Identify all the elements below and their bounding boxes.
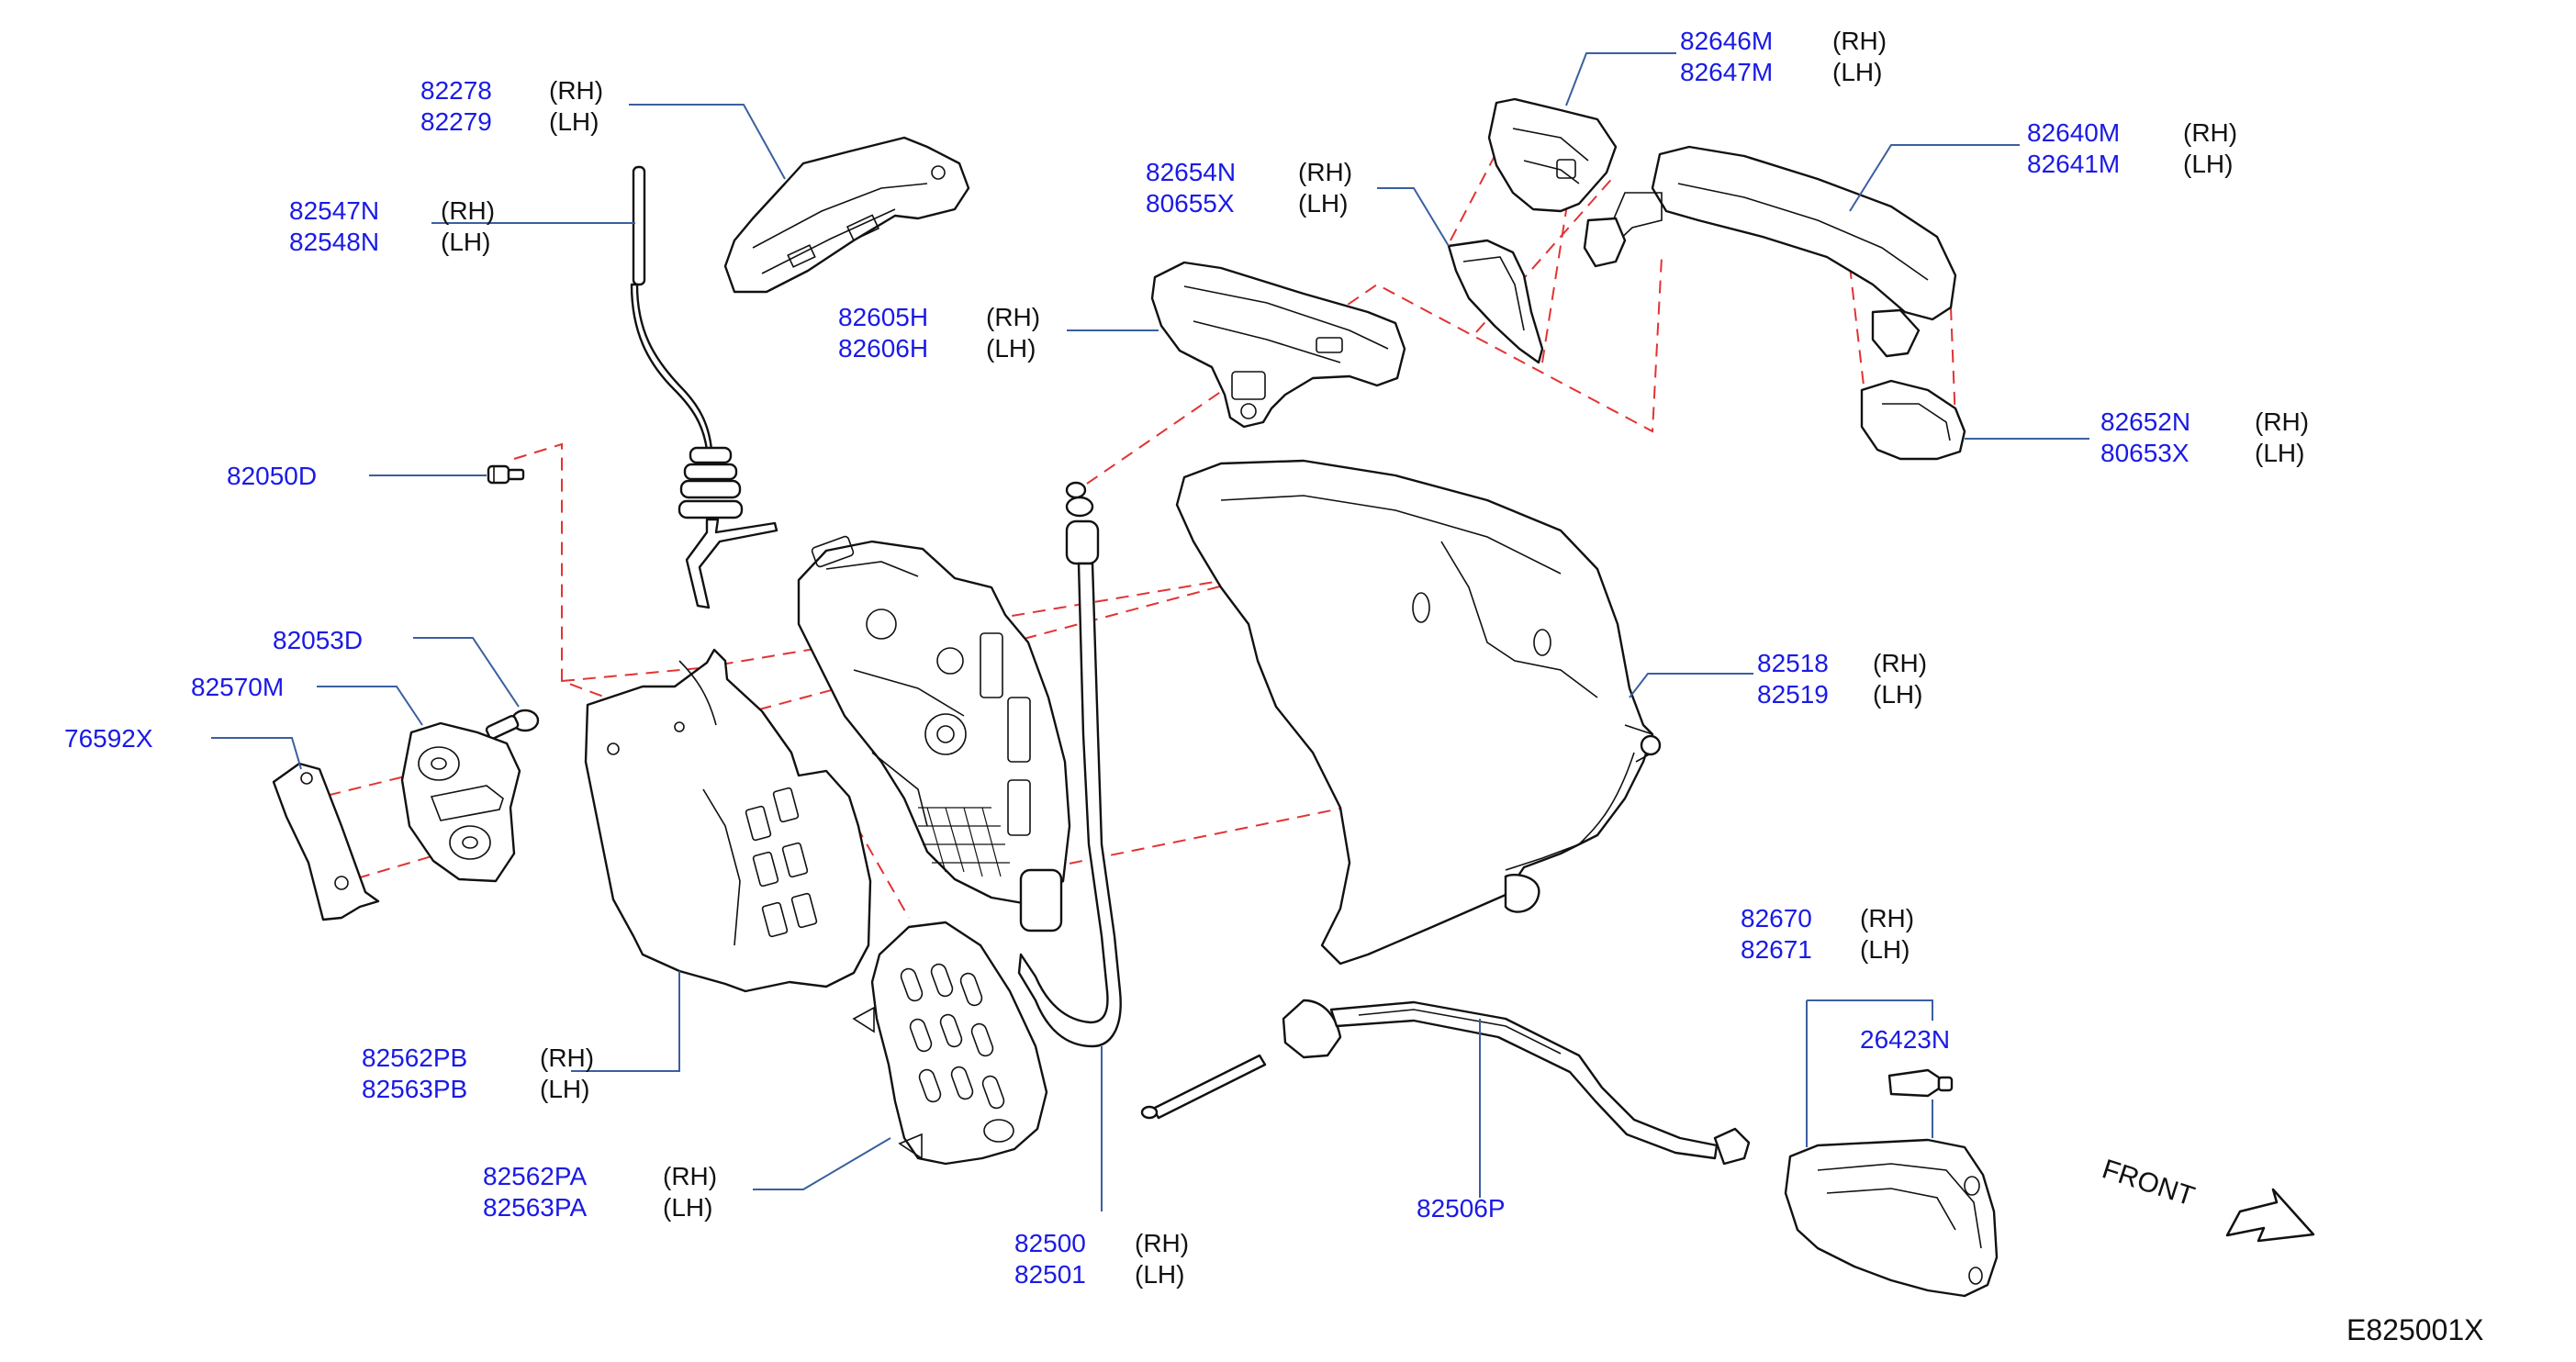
side-label: (RH)	[1135, 1229, 1189, 1257]
clip-part	[1887, 1068, 1954, 1098]
part-number: 82605H	[838, 303, 928, 331]
side-label: (RH)	[441, 196, 495, 225]
sealing-screen-part	[1175, 459, 1662, 966]
part-number: 82562PA	[483, 1162, 587, 1190]
callout-82053D: 82053D	[273, 626, 363, 654]
small-cover-part	[852, 921, 1048, 1166]
side-label: (RH)	[2255, 407, 2309, 436]
side-label: (LH)	[2255, 439, 2304, 467]
side-label: (LH)	[986, 334, 1036, 363]
side-label: (LH)	[1832, 58, 1882, 86]
callout-82562PA: 82562PA 82563PA (RH) (LH)	[483, 1162, 717, 1222]
diagram-code: E825001X	[2346, 1313, 2483, 1346]
callout-82570M: 82570M	[191, 673, 284, 701]
callout-82278: 82278 82279 (RH) (LH)	[420, 76, 603, 136]
outside-handle-grip-part	[1583, 145, 1957, 358]
side-label: (RH)	[549, 76, 603, 105]
side-label: (RH)	[540, 1044, 594, 1072]
callout-82670: 82670 82671 (RH) (LH)	[1741, 904, 1914, 964]
part-number: 80655X	[1146, 189, 1235, 218]
part-number: 82652N	[2100, 407, 2190, 436]
callout-82562PB: 82562PB 82563PB (RH) (LH)	[362, 1044, 594, 1103]
part-number: 82570M	[191, 673, 284, 701]
part-number: 82501	[1014, 1260, 1086, 1289]
assembly-dashed-lines	[307, 117, 1956, 919]
callout-82605H: 82605H 82606H (RH) (LH)	[838, 303, 1040, 363]
outside-handle-base-part	[1150, 261, 1406, 429]
side-label: (RH)	[986, 303, 1040, 331]
callout-82646M: 82646M 82647M (RH) (LH)	[1680, 27, 1887, 86]
side-label: (RH)	[1873, 649, 1927, 677]
callout-26423N: 26423N	[1860, 1025, 1950, 1054]
part-number: 82654N	[1146, 158, 1236, 186]
part-number: 82506P	[1417, 1194, 1506, 1222]
part-number: 82671	[1741, 935, 1812, 964]
callout-82518: 82518 82519 (RH) (LH)	[1757, 649, 1927, 709]
lock-cable-part	[1017, 481, 1122, 1048]
part-number: 82278	[420, 76, 492, 105]
part-number: 82606H	[838, 334, 928, 363]
side-label: (LH)	[1873, 680, 1922, 709]
part-number: 82647M	[1680, 58, 1773, 86]
part-number: 82563PA	[483, 1193, 587, 1222]
escutcheon-part	[1447, 239, 1544, 364]
side-label: (LH)	[663, 1193, 712, 1222]
release-cable-part	[1140, 999, 1751, 1166]
side-label: (LH)	[2183, 150, 2233, 178]
side-label: (LH)	[441, 228, 490, 256]
bracket-part	[400, 721, 521, 883]
part-number: 82050D	[227, 462, 317, 490]
callout-82506P: 82506P	[1417, 1194, 1506, 1222]
lock-rod-part	[630, 165, 778, 609]
side-label: (LH)	[1860, 935, 1910, 964]
part-number: 82562PB	[362, 1044, 467, 1072]
front-label: FRONT	[2099, 1154, 2198, 1211]
side-label: (RH)	[1860, 904, 1914, 932]
callout-82050D: 82050D	[227, 462, 317, 490]
part-number: 82563PB	[362, 1075, 467, 1103]
part-number: 82053D	[273, 626, 363, 654]
callout-82500: 82500 82501 (RH) (LH)	[1014, 1229, 1189, 1289]
part-number: 82548N	[289, 228, 379, 256]
callout-76592X: 76592X	[64, 724, 153, 753]
part-number: 82646M	[1680, 27, 1773, 55]
callout-82640M: 82640M 82641M (RH) (LH)	[2027, 118, 2237, 178]
side-label: (RH)	[663, 1162, 717, 1190]
part-number: 82640M	[2027, 118, 2120, 147]
part-number: 76592X	[64, 724, 153, 753]
key-cylinder-cap-part	[1487, 97, 1618, 213]
front-arrow-icon	[2225, 1188, 2315, 1243]
bolt-part	[485, 709, 540, 740]
inside-handle-part	[1784, 1138, 1999, 1298]
callout-82547N: 82547N 82548N (RH) (LH)	[289, 196, 495, 256]
callout-labels: 82278 82279 (RH) (LH) 82547N 82548N (RH)…	[64, 27, 2483, 1346]
part-number: 82279	[420, 107, 492, 136]
side-label: (LH)	[1135, 1260, 1184, 1289]
door-lock-actuator-part	[797, 535, 1071, 932]
part-number: 82518	[1757, 649, 1829, 677]
side-label: (LH)	[540, 1075, 589, 1103]
side-label: (LH)	[1298, 189, 1348, 218]
handle-end-cap-part	[1860, 379, 1966, 461]
screw-part	[487, 464, 525, 485]
part-number: 82641M	[2027, 150, 2120, 178]
part-number: 82670	[1741, 904, 1812, 932]
side-label: (RH)	[1298, 158, 1352, 186]
part-number: 82519	[1757, 680, 1829, 709]
part-number: 82547N	[289, 196, 379, 225]
side-label: (RH)	[2183, 118, 2237, 147]
plate-part	[272, 762, 380, 921]
side-label: (LH)	[549, 107, 599, 136]
leader-lines	[211, 52, 2089, 1211]
part-number: 82500	[1014, 1229, 1086, 1257]
part-number: 26423N	[1860, 1025, 1950, 1054]
part-number: 80653X	[2100, 439, 2190, 467]
callout-82654N: 82654N 80655X (RH) (LH)	[1146, 158, 1352, 218]
inside-handle-bracket-part	[723, 136, 970, 294]
side-label: (RH)	[1832, 27, 1887, 55]
callout-82652N: 82652N 80653X (RH) (LH)	[2100, 407, 2309, 467]
lock-cover-part	[584, 648, 872, 993]
